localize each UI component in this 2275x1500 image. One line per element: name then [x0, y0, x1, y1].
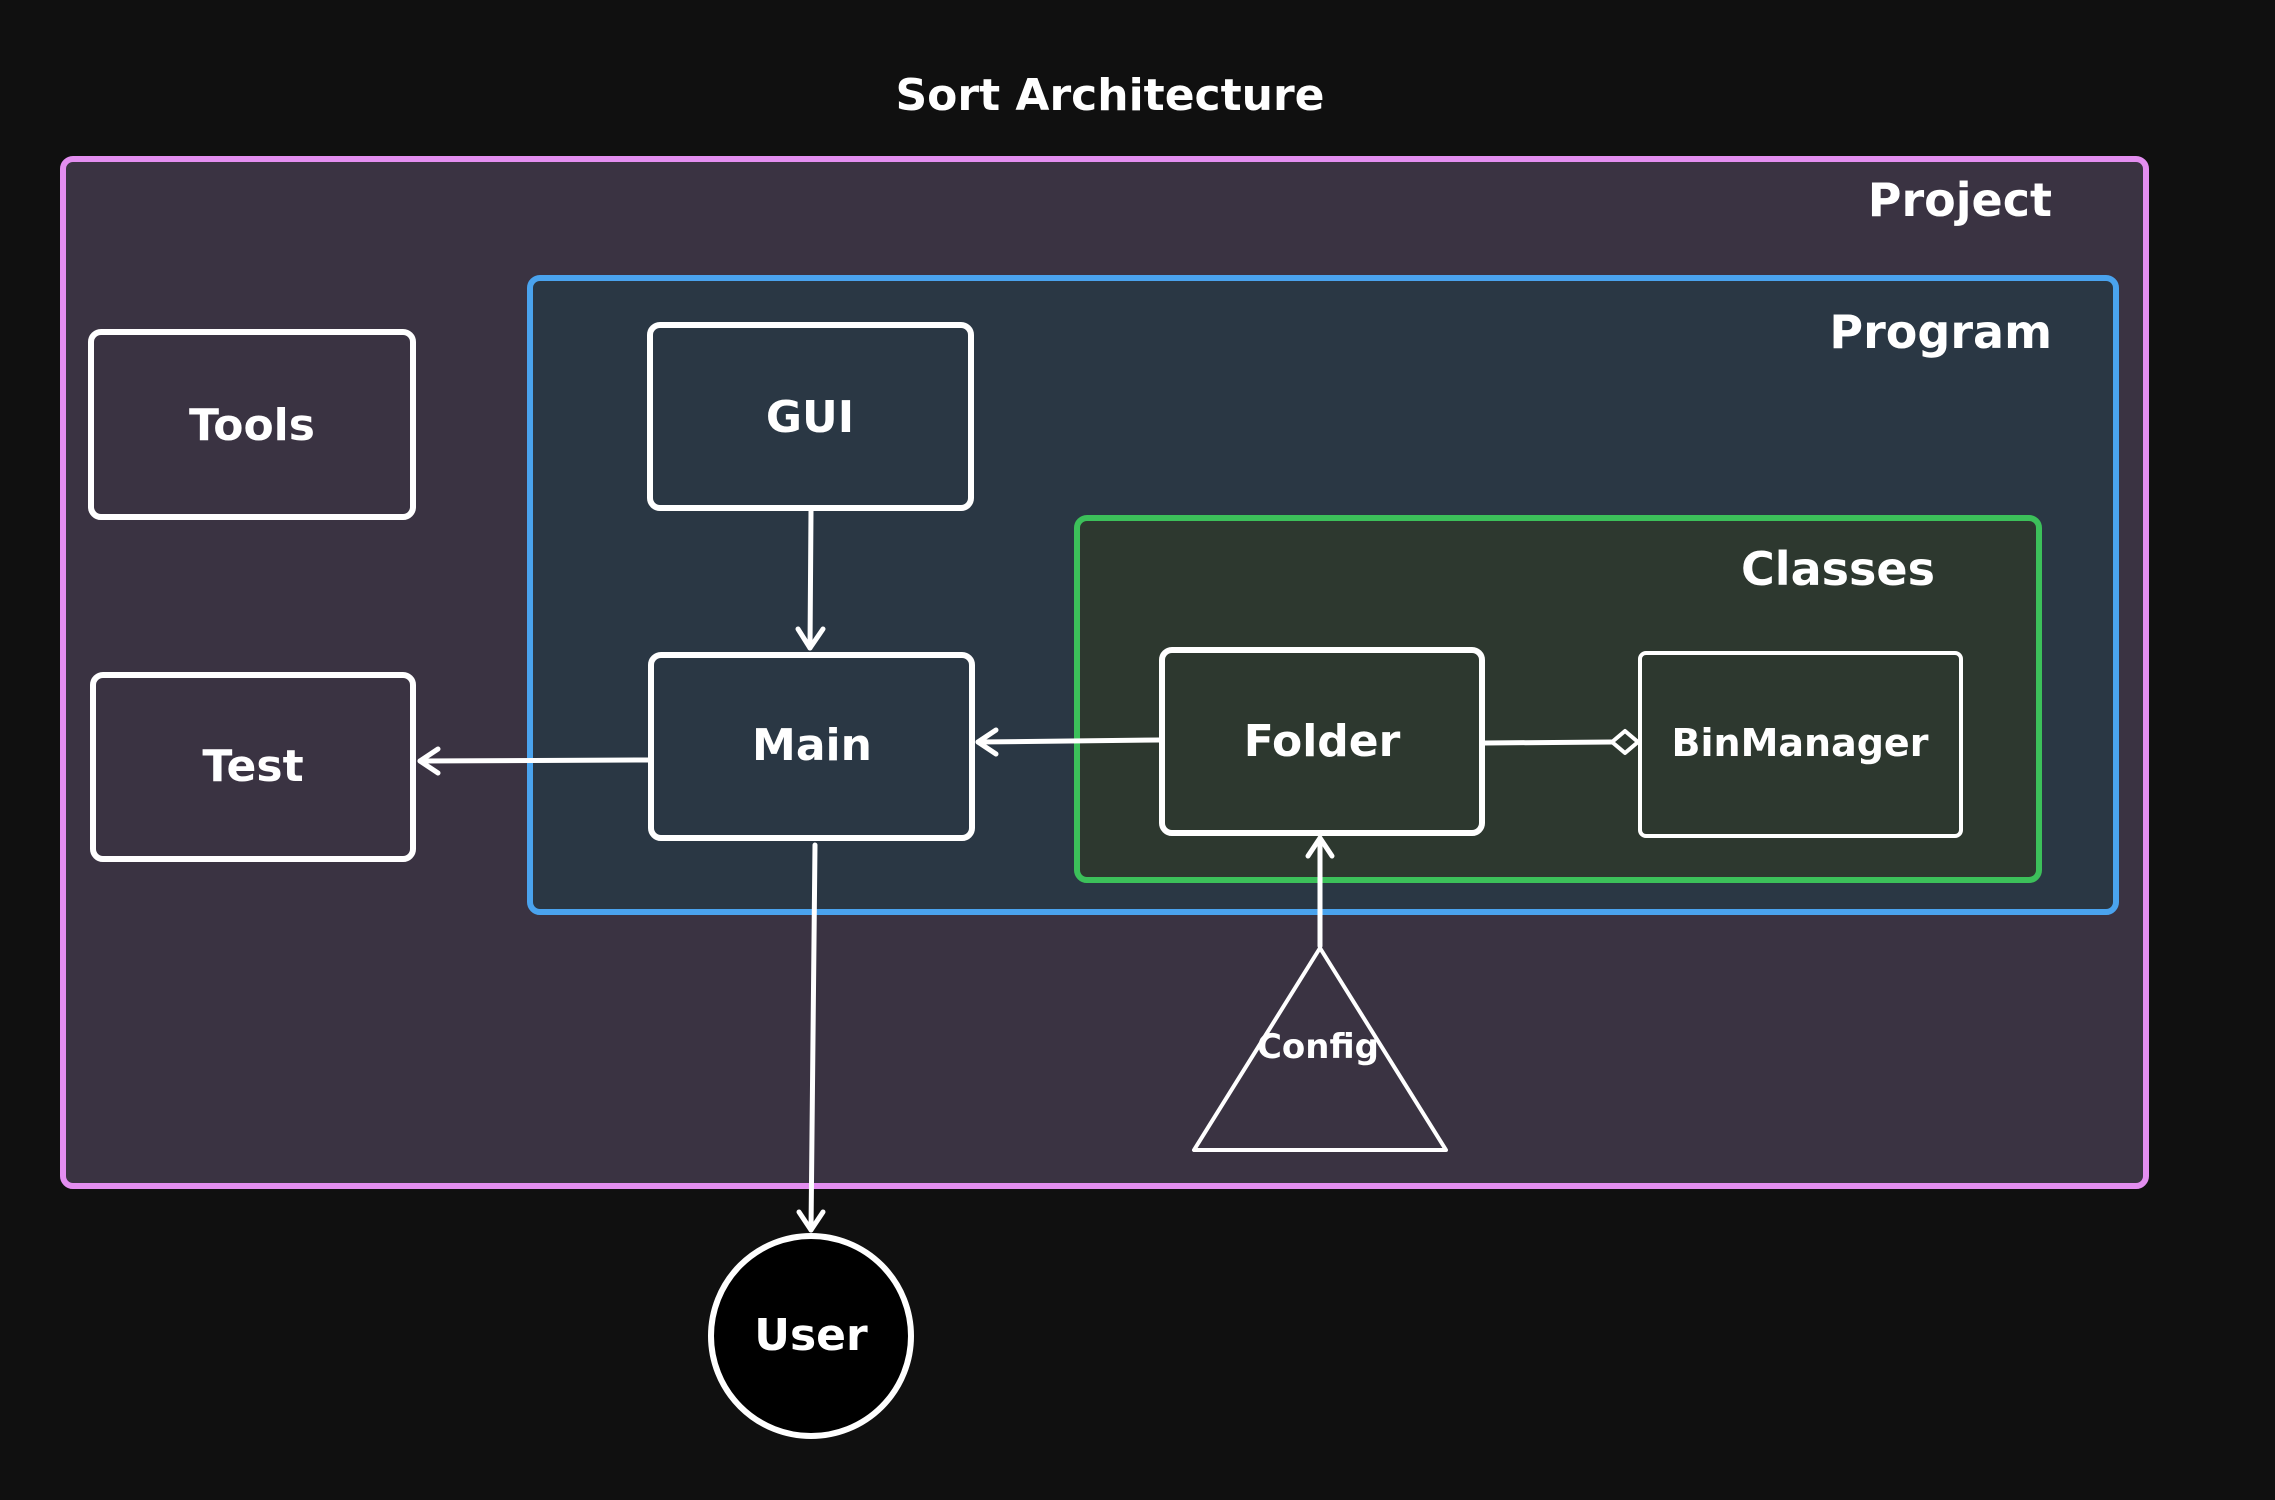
bin-manager-label: BinManager: [1672, 721, 1929, 765]
folder-label: Folder: [1244, 716, 1401, 767]
gui-node: GUI: [647, 322, 974, 511]
edge-folder-to-bin-manager: [1482, 729, 1640, 755]
program-group-label: Program: [1829, 305, 2052, 359]
edge-main-to-test: [417, 746, 651, 776]
edge-config-to-folder: [1305, 835, 1335, 949]
edge-folder-to-main: [975, 727, 1162, 757]
main-node: Main: [648, 652, 975, 841]
user-label: User: [754, 1310, 868, 1361]
test-node: Test: [90, 672, 416, 862]
edge-gui-to-main: [795, 508, 826, 651]
config-label: Config: [1257, 1027, 1379, 1067]
bin-manager-node: BinManager: [1638, 651, 1963, 838]
user-node: User: [708, 1233, 914, 1439]
tools-node: Tools: [88, 329, 416, 520]
main-label: Main: [752, 720, 872, 771]
gui-label: GUI: [766, 392, 854, 443]
edge-main-to-user: [796, 842, 826, 1233]
project-group-label: Project: [1868, 173, 2052, 227]
test-label: Test: [202, 741, 303, 792]
tools-label: Tools: [189, 400, 315, 451]
classes-group-label: Classes: [1741, 542, 1935, 596]
config-node: Config: [1192, 946, 1448, 1152]
folder-node: Folder: [1159, 647, 1485, 836]
diagram-title: Sort Architecture: [895, 70, 1324, 121]
